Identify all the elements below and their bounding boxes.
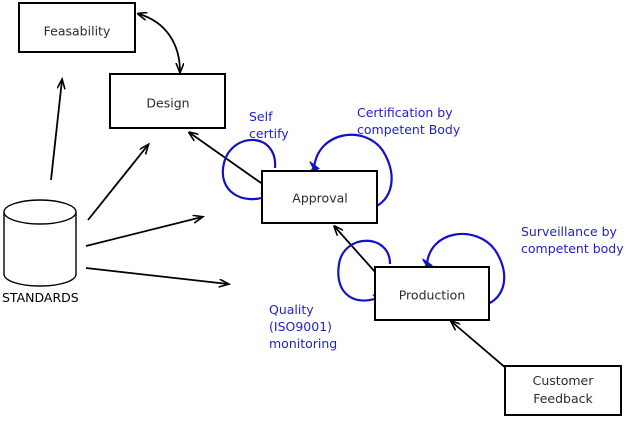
connector-standards-design [87,145,148,221]
annotation-quality-line3: monitoring [269,336,337,351]
annotation-quality-iso9001-monitoring: Quality (ISO9001) monitoring [269,302,337,351]
loop-quality-iso9001-monitoring [337,239,392,301]
connector-feasability-design [139,14,180,72]
connector-standards-production [85,267,228,284]
node-production[interactable]: Production [374,266,490,321]
annotation-quality-line2: (ISO9001) [269,319,332,334]
connector-standards-feasability [50,80,62,181]
node-production-label: Production [399,288,466,303]
annotation-surveillance-by-competent-body: Surveillance by competent body [521,224,624,256]
annotation-certification-by-competent-body: Certification by competent Body [357,105,461,137]
node-customer-feedback-label-line1: Customer [533,373,595,388]
node-customer-feedback-label-line2: Feedback [533,391,593,406]
annotation-certification-line2: competent Body [357,122,461,137]
annotation-surveillance-line2: competent body [521,241,624,256]
node-standards-label: STANDARDS [2,290,79,305]
node-design[interactable]: Design [109,73,226,129]
node-feasability[interactable]: Feasability [18,2,136,53]
connector-design-approval [190,133,271,190]
connector-production-customer-feedback [452,322,514,375]
node-standards[interactable]: STANDARDS [2,199,79,305]
node-feasability-label: Feasability [44,24,111,39]
connector-standards-approval [85,217,202,247]
annotation-self-certify-line2: certify [249,126,289,141]
loop-surveillance-by-competent-body [427,232,506,308]
node-design-label: Design [146,96,189,111]
annotation-self-certify-line1: Self [249,109,273,124]
node-approval-label: Approval [292,191,347,206]
annotation-quality-line1: Quality [269,302,314,317]
loop-self-certify [221,138,277,199]
annotation-self-certify: Self certify [249,109,289,141]
annotation-surveillance-line1: Surveillance by [521,224,618,239]
node-customer-feedback[interactable]: Customer Feedback [504,365,622,416]
loop-certification-by-competent-body [314,133,393,212]
annotation-certification-line1: Certification by [357,105,453,120]
node-approval[interactable]: Approval [261,170,378,224]
